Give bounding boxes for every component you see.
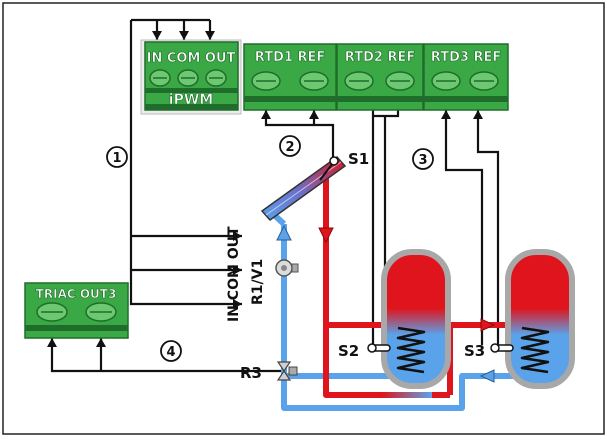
ipwm-pin-labels: IN COM OUT <box>147 51 236 66</box>
valve-r3-icon <box>276 361 298 381</box>
pump-r1-icon <box>275 259 299 277</box>
sensor-s2-label: S2 <box>338 342 359 360</box>
rtd3-label: RTD3 REF <box>431 50 501 65</box>
terminal-rtd1: RTD1 REF <box>243 43 337 111</box>
valve-r3-label: R3 <box>240 364 262 382</box>
hot-flow-arrow <box>318 227 334 244</box>
badge-4: 4 <box>160 340 182 362</box>
ipwm-name: iPWM <box>169 92 213 108</box>
badge-1: 1 <box>106 146 128 168</box>
sensor-s1-icon <box>319 156 339 181</box>
sensor-s2-icon <box>367 343 391 353</box>
tank2-return-arrow <box>479 369 495 383</box>
sensor-s3-icon <box>490 343 514 353</box>
badge-3-text: 3 <box>418 153 427 168</box>
badge-2: 2 <box>279 135 301 157</box>
terminal-triac-out3: TRIAC OUT3 <box>24 282 129 339</box>
rtd1-label: RTD1 REF <box>255 50 325 65</box>
triac-label: TRIAC OUT3 <box>36 287 117 301</box>
mixed-pipe <box>382 392 432 398</box>
wire-arrowheads <box>47 31 483 347</box>
badge-3: 3 <box>412 148 434 170</box>
cold-flow-arrow <box>276 224 292 241</box>
storage-tank-2 <box>505 249 575 389</box>
terminal-ipwm: IN COM OUT iPWM <box>140 39 242 115</box>
pump-r1-v1-label: R1/V1 <box>250 259 266 305</box>
sensor-s3-label: S3 <box>464 342 485 360</box>
badge-1-text: 1 <box>112 151 121 166</box>
terminal-rtd2: RTD2 REF <box>336 43 424 111</box>
solar-collector <box>260 155 347 222</box>
badge-4-text: 4 <box>166 345 175 360</box>
tank2-inlet-arrow <box>480 318 496 332</box>
terminal-rtd3: RTD3 REF <box>423 43 509 111</box>
in-com-out-label: IN COM OUT <box>226 226 242 322</box>
rtd2-label: RTD2 REF <box>345 50 415 65</box>
badge-2-text: 2 <box>285 140 294 155</box>
sensor-s1-label: S1 <box>348 150 369 168</box>
storage-tank-1 <box>381 249 451 389</box>
